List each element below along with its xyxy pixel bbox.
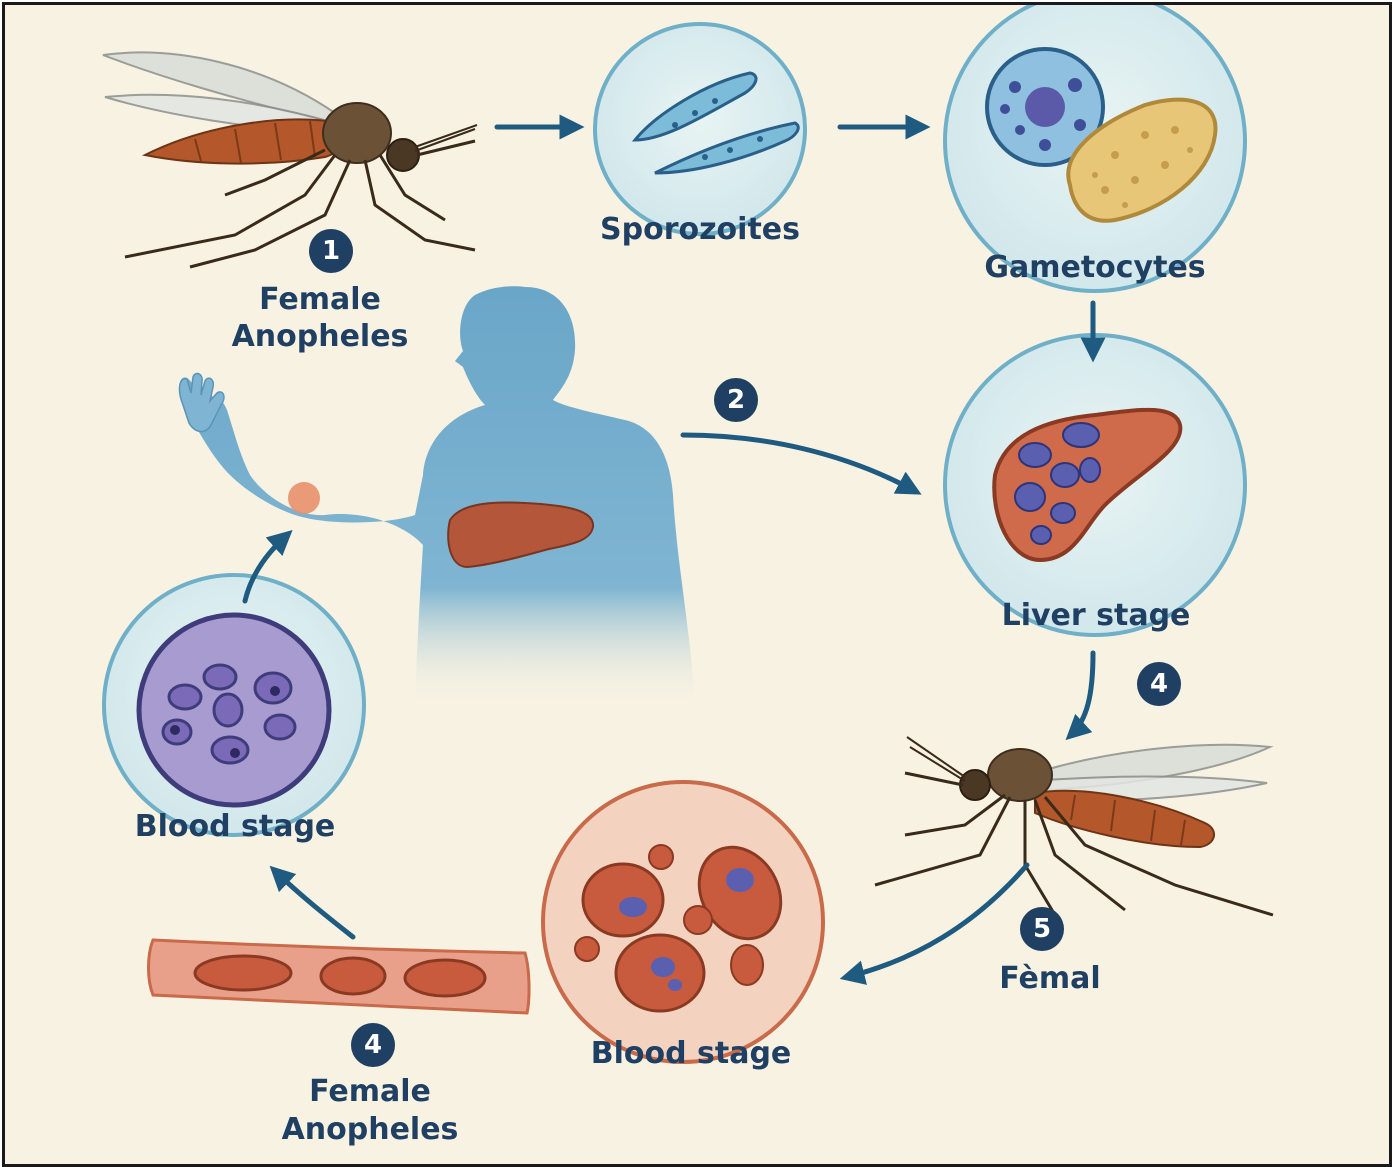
blood-stage-left-circle (102, 573, 366, 837)
liver-stage-label: Liver stage (1001, 598, 1191, 633)
female-anopheles-top-line2: Anopheles (231, 319, 409, 354)
gametocytes-label: Gametocytes (984, 250, 1206, 285)
gametocytes-circle (943, 5, 1247, 293)
female-anopheles-bottom-line1: Female (309, 1074, 431, 1109)
diagram-artwork (102, 5, 1274, 1064)
sporozoites-circle (593, 22, 807, 236)
human-figure-icon (178, 286, 696, 705)
blood-stage-left-label: Blood stage (134, 809, 336, 844)
blood-stage-bottom-label: Blood stage (590, 1036, 792, 1071)
liver-icon (447, 501, 595, 569)
liver-stage-circle (943, 333, 1247, 637)
blood-stage-bottom-circle (541, 780, 825, 1064)
mosquito-icon (102, 51, 478, 269)
female-anopheles-top-line1: Female (259, 282, 381, 317)
female-anopheles-bottom-line2: Anopheles (281, 1112, 459, 1147)
mosquito-icon (874, 736, 1274, 917)
step-badge-4-bottom: 4 (351, 1023, 395, 1067)
step-badge-4-right: 4 (1137, 662, 1181, 706)
sporozoites-label: Sporozoites (600, 212, 800, 247)
step-badge-5: 5 (1020, 907, 1064, 951)
step-badge-1: 1 (309, 229, 353, 273)
blood-vessel-icon (147, 938, 531, 1015)
femal-label: Fèmal (999, 961, 1101, 996)
cycle-arrows (242, 114, 1106, 985)
step-badge-2: 2 (714, 378, 758, 422)
